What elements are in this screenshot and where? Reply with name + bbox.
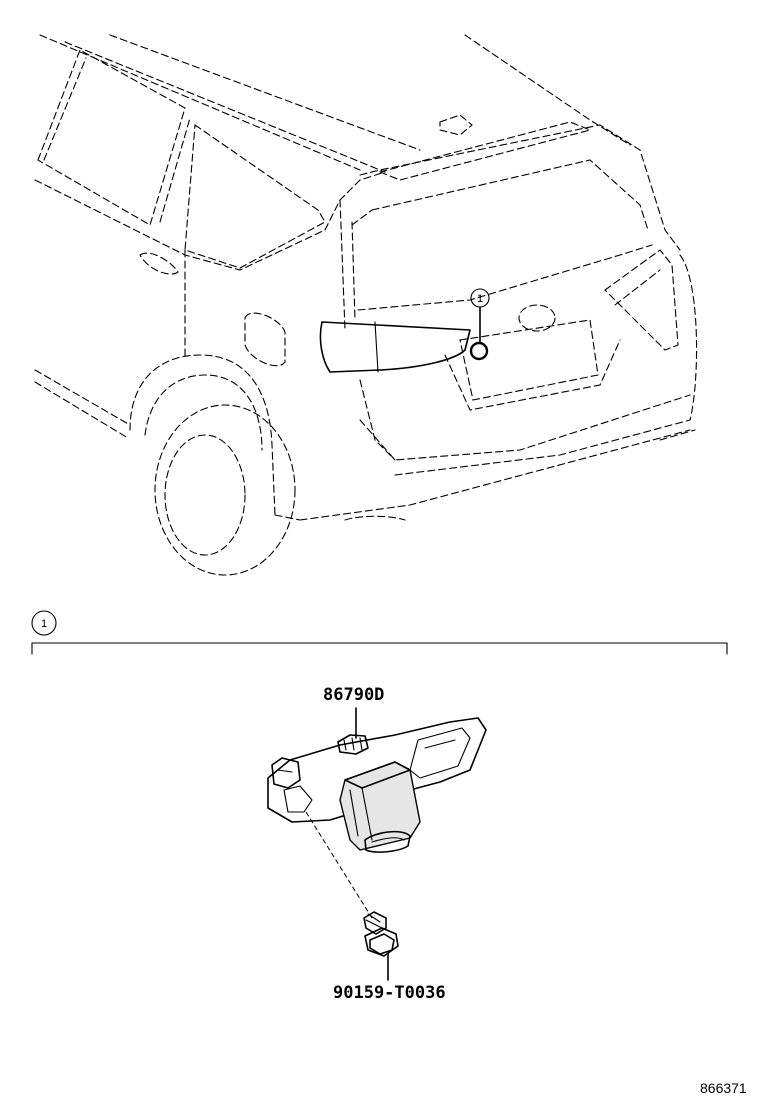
vehicle-outline: [34, 34, 698, 576]
figure-id: 866371: [700, 1080, 747, 1096]
screw-part-number: 90159-T0036: [333, 983, 446, 1003]
section-header: 1: [31, 610, 728, 655]
camera-location-marker: [469, 341, 489, 361]
car-callout: 1: [469, 288, 490, 361]
camera-assembly: [267, 707, 487, 919]
section-callout-number: 1: [41, 618, 47, 630]
camera-part-number: 86790D: [323, 685, 384, 705]
screw: [363, 911, 399, 981]
left-tail-lamp: [319, 321, 471, 373]
car-callout-number: 1: [477, 293, 483, 305]
